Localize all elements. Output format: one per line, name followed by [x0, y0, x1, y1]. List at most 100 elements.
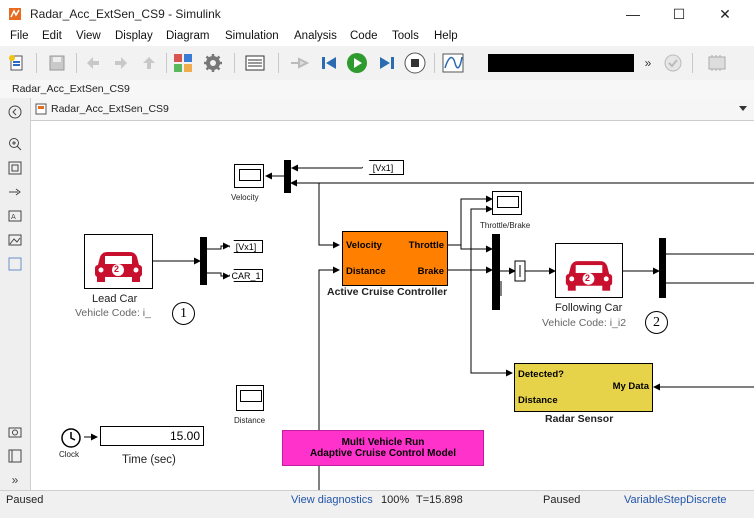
- menu-edit[interactable]: Edit: [42, 30, 62, 42]
- toolbar: »: [0, 46, 754, 81]
- from-vx1-tag[interactable]: [Vx1]: [362, 160, 404, 175]
- menu-display[interactable]: Display: [115, 30, 153, 42]
- acc-output-brake: Brake: [417, 266, 444, 277]
- up-icon[interactable]: [138, 52, 160, 74]
- car-icon: [95, 252, 142, 282]
- screenshot-icon[interactable]: [7, 424, 23, 440]
- menu-tools[interactable]: Tools: [392, 30, 419, 42]
- back-icon[interactable]: [82, 52, 104, 74]
- breadcrumb-model-name[interactable]: Radar_Acc_ExtSen_CS9: [12, 83, 130, 95]
- model-annotation[interactable]: Multi Vehicle Run Adaptive Cruise Contro…: [282, 430, 484, 466]
- maximize-button[interactable]: ☐: [672, 5, 686, 22]
- run-icon[interactable]: [346, 52, 368, 74]
- mux-bar-velocity: [284, 160, 291, 193]
- stop-icon[interactable]: [404, 52, 426, 74]
- time-display-label: Time (sec): [122, 454, 176, 466]
- marker-1: 1: [172, 302, 195, 325]
- fit-to-view-icon[interactable]: [7, 160, 23, 176]
- simulink-app-icon: [9, 8, 21, 20]
- expand-palette-icon[interactable]: »: [11, 473, 19, 487]
- time-display-value: 15.00: [169, 429, 200, 443]
- distance-scope-block[interactable]: [236, 385, 264, 411]
- radar-output-mydata: My Data: [612, 381, 649, 392]
- status-bar: Paused View diagnostics 100% T=15.898 Pa…: [0, 490, 754, 518]
- solver-name[interactable]: VariableStepDiscrete: [624, 494, 727, 506]
- following-car-sublabel: Vehicle Code: i_i2: [542, 317, 627, 329]
- marker-2: 2: [645, 311, 668, 334]
- radar-sensor-block[interactable]: Detected? Distance My Data: [514, 363, 653, 412]
- annotation-line-2: Adaptive Cruise Control Model: [309, 448, 457, 459]
- model-browser-icon[interactable]: [7, 448, 23, 464]
- area-icon[interactable]: [7, 256, 23, 272]
- save-icon[interactable]: [46, 52, 68, 74]
- zoom-level: 100%: [381, 494, 410, 506]
- title-bar: Radar_Acc_ExtSen_CS9 - Simulink — ☐ ✕: [0, 0, 754, 28]
- radar-input-distance: Distance: [518, 395, 558, 406]
- svg-text:A: A: [11, 213, 16, 221]
- canvas-tab-bar: Radar_Acc_ExtSen_CS9: [31, 98, 754, 121]
- acc-input-distance: Distance: [346, 266, 386, 277]
- simulation-state: Paused: [543, 494, 581, 506]
- tab-dropdown-chevron-icon[interactable]: [738, 105, 748, 113]
- hide-browser-icon[interactable]: [7, 104, 23, 120]
- window-title: Radar_Acc_ExtSen_CS9 - Simulink: [30, 7, 221, 21]
- forward-icon[interactable]: [110, 52, 132, 74]
- menu-analysis[interactable]: Analysis: [294, 30, 337, 42]
- acc-output-throttle: Throttle: [408, 240, 444, 251]
- clock-block[interactable]: [60, 427, 82, 449]
- velocity-scope-block[interactable]: [234, 164, 264, 188]
- clock-label: Clock: [59, 450, 80, 459]
- following-car-badge: 2: [585, 273, 591, 283]
- acc-block-title: Active Cruise Controller: [327, 286, 448, 298]
- annotation-icon[interactable]: A: [7, 208, 23, 224]
- zoom-in-icon[interactable]: [7, 136, 23, 152]
- menu-view[interactable]: View: [76, 30, 101, 42]
- diagram-canvas[interactable]: 2 Lead Car Vehicle Code: i_ 1 [Vx1] CAR_…: [31, 121, 754, 490]
- following-car-block[interactable]: 2: [555, 243, 623, 298]
- signal-logging-icon[interactable]: [288, 52, 310, 74]
- distance-scope-label: Distance: [234, 416, 266, 425]
- new-model-icon[interactable]: [6, 52, 28, 74]
- simulation-data-inspector-icon[interactable]: [442, 52, 464, 74]
- menu-file[interactable]: File: [10, 30, 29, 42]
- menu-diagram[interactable]: Diagram: [166, 30, 210, 42]
- throttle-brake-scope-block[interactable]: [492, 191, 522, 215]
- lead-car-block[interactable]: 2: [84, 234, 153, 289]
- minimize-button[interactable]: —: [626, 6, 640, 22]
- goto-car1-tag[interactable]: CAR_1: [229, 269, 263, 282]
- following-car-label: Following Car: [555, 302, 623, 314]
- model-settings-gear-icon[interactable]: [202, 52, 224, 74]
- step-forward-icon[interactable]: [376, 52, 398, 74]
- goto-vx1-tag[interactable]: [Vx1]: [229, 240, 263, 253]
- throttle-brake-scope-label: Throttle/Brake: [480, 221, 531, 230]
- lead-car-label: Lead Car: [92, 293, 138, 305]
- bus-bar-following: [659, 238, 666, 298]
- simulation-time: T=15.898: [416, 494, 463, 506]
- active-cruise-controller-block[interactable]: Velocity Distance Throttle Brake: [342, 231, 448, 286]
- mux-bar-lead: [200, 237, 207, 285]
- arrow-connector-icon[interactable]: [7, 184, 23, 200]
- annotation-line-1: Multi Vehicle Run: [341, 437, 425, 448]
- stop-time-field[interactable]: [488, 54, 634, 72]
- radar-input-detected: Detected?: [518, 369, 564, 380]
- view-diagnostics-link[interactable]: View diagnostics: [291, 494, 373, 506]
- canvas-tab-label[interactable]: Radar_Acc_ExtSen_CS9: [51, 103, 169, 115]
- menu-simulation[interactable]: Simulation: [225, 30, 279, 42]
- library-browser-icon[interactable]: [172, 52, 194, 74]
- menu-bar: File Edit View Display Diagram Simulatio…: [0, 28, 754, 46]
- car-icon: [565, 261, 613, 291]
- close-button[interactable]: ✕: [719, 5, 731, 22]
- model-advisor-icon[interactable]: [662, 52, 684, 74]
- step-back-icon[interactable]: [318, 52, 340, 74]
- model-explorer-icon[interactable]: [244, 52, 266, 74]
- menu-code[interactable]: Code: [350, 30, 378, 42]
- image-icon[interactable]: [7, 232, 23, 248]
- lead-car-sublabel: Vehicle Code: i_: [75, 307, 151, 319]
- menu-help[interactable]: Help: [434, 30, 458, 42]
- velocity-scope-label: Velocity: [231, 193, 259, 202]
- mux-bar-acc: [492, 234, 500, 310]
- signal-lines: [84, 160, 754, 490]
- hardware-board-icon[interactable]: [706, 52, 728, 74]
- time-display-block[interactable]: 15.00: [100, 426, 204, 446]
- toolbar-overflow-icon[interactable]: »: [644, 56, 652, 70]
